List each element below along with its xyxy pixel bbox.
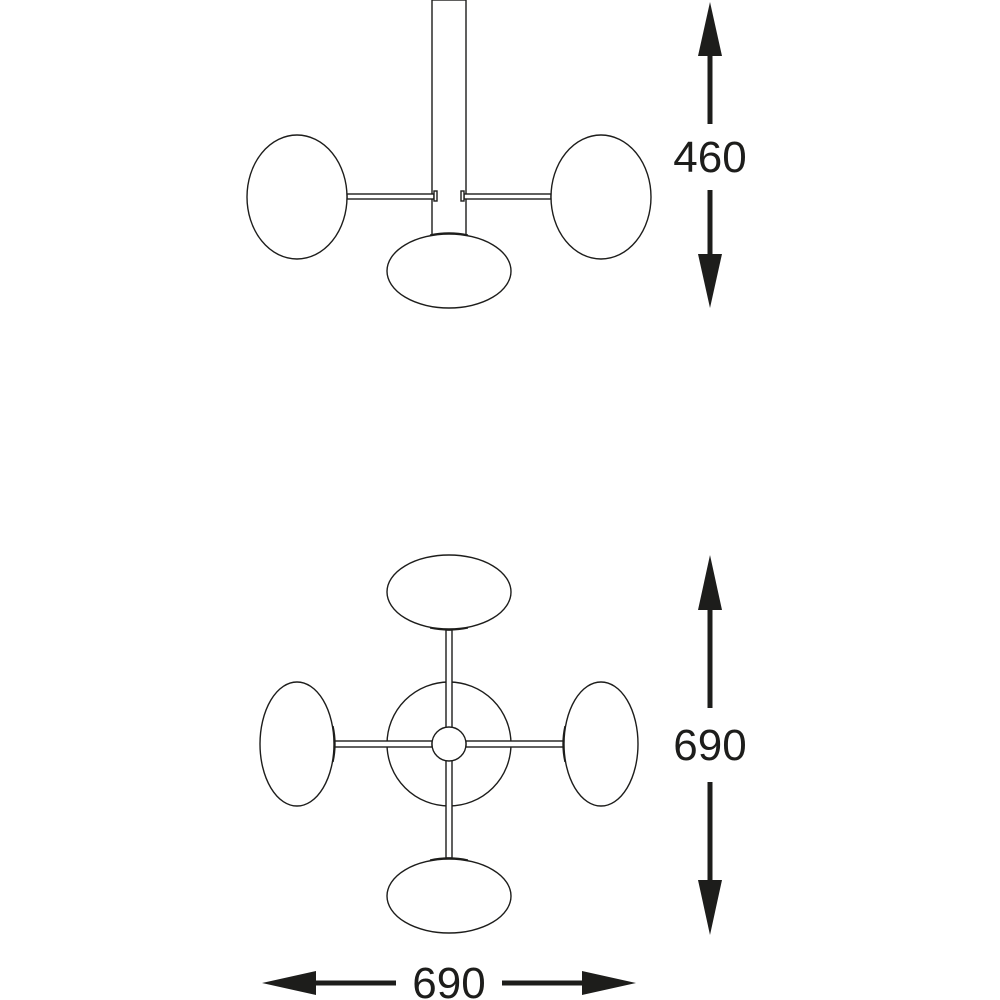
plan-globe-left [259, 681, 335, 807]
plan-arm-bottom [445, 759, 453, 859]
side-arm-left-joint [433, 190, 438, 202]
dim-690-vertical-arrow-top [698, 555, 722, 610]
dim-460-arrow-top [698, 2, 722, 56]
plan-arm-top [445, 629, 453, 729]
dimension-height-460: 460 [673, 2, 747, 308]
dim-690-vertical-arrow-bottom [698, 880, 722, 935]
plan-globe-bottom [386, 858, 512, 934]
dim-690-horizontal-arrow-right [582, 971, 636, 995]
dim-690-horizontal-label: 690 [412, 959, 485, 1000]
side-globe-left [246, 134, 348, 260]
plan-collar-top [429, 627, 469, 631]
dim-690-horizontal-arrow-left [262, 971, 316, 995]
dimension-depth-690: 690 [673, 555, 747, 935]
side-globe-center-collar [429, 232, 469, 236]
plan-collar-left [332, 725, 336, 763]
side-globe-center [386, 233, 512, 309]
dim-460-arrow-bottom [698, 254, 722, 308]
side-arm-left [346, 193, 435, 200]
dim-690-vertical-label: 690 [673, 721, 746, 770]
plan-globe-right [563, 681, 639, 807]
plan-globe-top [386, 554, 512, 630]
side-view [246, 0, 652, 309]
dimension-width-690: 690 [262, 959, 636, 1000]
plan-view [259, 554, 639, 934]
plan-hub [431, 726, 467, 762]
side-globe-right [550, 134, 652, 260]
plan-arm-left [333, 740, 433, 748]
plan-collar-right [562, 725, 566, 763]
side-arm-right-joint [460, 190, 465, 202]
dim-460-label: 460 [673, 133, 746, 182]
plan-arm-right [465, 740, 565, 748]
plan-collar-bottom [429, 857, 469, 861]
side-arm-right [463, 193, 552, 200]
